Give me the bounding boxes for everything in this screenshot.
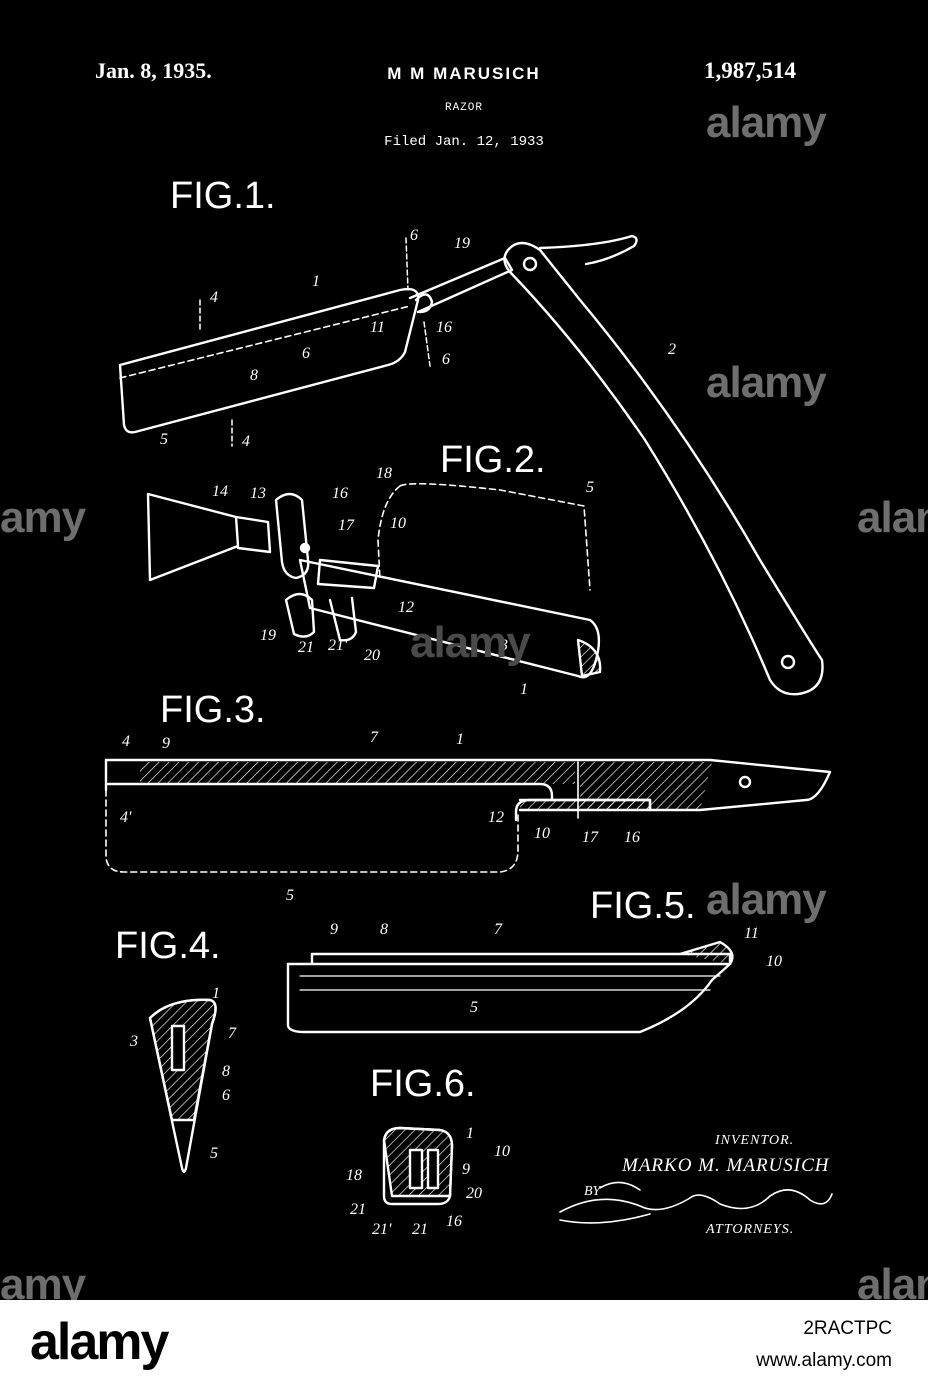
ref-num: 9 [330,921,338,938]
ref-num: 21' [328,637,348,654]
fig4-label: FIG.4. [115,925,221,967]
ref-num: 4 [122,733,130,750]
fig6-label: FIG.6. [370,1063,476,1105]
ref-num: 19 [454,235,470,252]
ref-num: 10 [390,515,406,532]
ref-num: 6 [302,345,310,362]
ref-num: 9 [462,1161,470,1178]
by-label: BY [584,1184,600,1200]
inventor-name: MARKO M. MARUSICH [622,1155,830,1177]
ref-num: 5 [586,479,594,496]
ref-num: 21' [372,1221,392,1238]
ref-num: 14 [212,483,228,500]
ref-num: 21 [298,639,314,656]
ref-num: 4 [210,289,218,306]
fig5-label: FIG.5. [590,885,696,927]
ref-num: 16 [624,829,640,846]
ref-num: 10 [534,825,550,842]
ref-num: 21 [412,1221,428,1238]
ref-num: 2 [668,341,676,358]
ref-num: 16 [332,485,348,502]
ref-num: 6 [222,1087,230,1104]
ref-num: 8 [250,367,258,384]
ref-num: 11 [370,319,385,336]
ref-num: 12 [398,599,414,616]
ref-num: 18 [376,465,392,482]
inventor-label: INVENTOR. [715,1133,794,1149]
ref-num: 20 [466,1185,482,1202]
fig3-label: FIG.3. [160,689,266,731]
fig6-section [384,1128,452,1204]
ref-num: 17 [582,829,599,846]
ref-num: 8 [380,921,388,938]
ref-num: 6 [410,227,418,244]
ref-num: 21 [350,1201,366,1218]
watermark: alamy [706,875,826,925]
fig1-label: FIG.1. [170,175,276,217]
ref-num: 5 [470,999,478,1016]
alamy-logo: alamy [30,1312,167,1372]
ref-num: 1 [520,681,528,698]
ref-num: 20 [364,647,380,664]
watermark: alamy [706,98,826,148]
ref-num: 9 [162,735,170,752]
ref-num: 4' [120,809,132,826]
ref-num: 4 [242,433,250,450]
ref-num: 11 [744,925,759,942]
watermark: alan [857,493,928,543]
ref-num: 8 [222,1063,230,1080]
fig3-section [106,760,830,872]
ref-num: 5 [160,431,168,448]
ref-num: 1 [212,985,220,1002]
watermark: amy [0,493,85,543]
ref-num: 7 [494,921,503,938]
fig5-side-view [288,942,732,1032]
ref-num: 10 [766,953,782,970]
ref-num: 12 [488,809,504,826]
ref-num: 13 [250,485,266,502]
ref-num: 5 [210,1145,218,1162]
ref-num: 1 [312,273,320,290]
fig2-label: FIG.2. [440,439,546,481]
image-id: 2RACTPC [803,1318,892,1340]
ref-num: 16 [436,319,452,336]
ref-num: 3 [129,1033,138,1050]
ref-num: 7 [370,729,379,746]
ref-num: 19 [260,627,276,644]
ref-num: 6 [442,351,450,368]
ref-num: 1 [466,1125,474,1142]
ref-num: 1 [456,731,464,748]
ref-num: 17 [338,517,355,534]
site-url[interactable]: www.alamy.com [756,1350,892,1372]
attorney-signature [560,1182,832,1222]
ref-num: 10 [494,1143,510,1160]
fig4-wedge [150,1000,216,1172]
ref-num: 7 [228,1025,237,1042]
watermark: alamy [410,618,530,668]
ref-num: 18 [346,1167,362,1184]
ref-num: 5 [286,887,294,904]
watermark: alamy [706,358,826,408]
attorneys-label: ATTORNEYS. [706,1222,794,1238]
footer-bar: alamy 2RACTPC www.alamy.com [0,1300,928,1390]
ref-num: 16 [446,1213,462,1230]
